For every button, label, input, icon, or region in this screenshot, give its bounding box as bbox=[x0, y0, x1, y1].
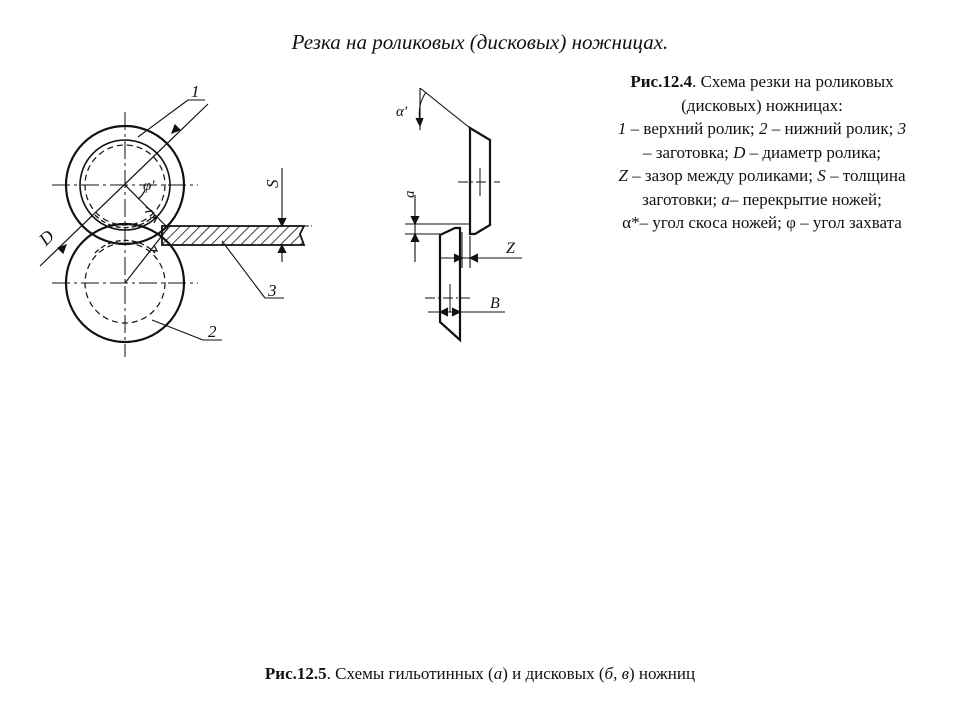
rotation-arrows bbox=[94, 214, 159, 254]
caption-text: ) ножниц bbox=[628, 664, 696, 683]
figure-caption-12-4: Рис.12.4. Схема резки на роликовых (диск… bbox=[612, 70, 912, 235]
caption-symbol: Z bbox=[618, 166, 628, 185]
label-roll-bottom: 2 bbox=[208, 322, 217, 341]
label-overlap: a bbox=[402, 191, 418, 199]
label-bevel-angle: α' bbox=[396, 104, 408, 120]
caption-symbol: D bbox=[733, 142, 746, 162]
knife-center-marks bbox=[425, 168, 500, 312]
caption-symbol: б bbox=[604, 664, 614, 683]
thickness-dimension bbox=[275, 168, 312, 262]
workpiece bbox=[161, 225, 306, 246]
caption-text: , bbox=[613, 664, 622, 683]
caption-text: . Схема резки на роликовых (дисковых) но… bbox=[681, 72, 894, 115]
label-roll-top: 1 bbox=[191, 82, 200, 101]
gap-dimension bbox=[440, 232, 522, 268]
caption-symbol: в bbox=[621, 664, 629, 683]
label-workpiece: 3 bbox=[267, 281, 277, 300]
label-width: B bbox=[490, 295, 500, 312]
caption-text: – верхний ролик; bbox=[626, 119, 760, 138]
caption-symbol: S bbox=[817, 166, 826, 185]
caption-symbol: 1 bbox=[617, 119, 627, 138]
caption-symbol: а bbox=[721, 189, 730, 209]
width-dimension bbox=[428, 307, 505, 317]
caption-text: – заготовка; bbox=[643, 142, 734, 162]
figure-caption-12-5: Рис.12.5. Схемы гильотинных (а) и дисков… bbox=[0, 664, 960, 684]
page-title: Резка на роликовых (дисковых) ножницах. bbox=[291, 30, 669, 54]
caption-symbol: а bbox=[493, 664, 503, 683]
caption-text: – зазор между роликами; bbox=[627, 166, 818, 185]
part-leaders bbox=[137, 99, 284, 341]
overlap-dimension bbox=[405, 195, 470, 262]
label-grip-angle: φ' bbox=[143, 178, 155, 194]
caption-symbol: 2 bbox=[759, 119, 768, 138]
figure-ref-12-4: Рис.12.4 bbox=[630, 72, 693, 91]
caption-text: – перекрытие ножей; bbox=[729, 189, 882, 209]
caption-text: – нижний ролик; bbox=[767, 119, 898, 138]
caption-text: ) и дисковых ( bbox=[502, 664, 605, 683]
caption-symbol: 3 bbox=[897, 119, 907, 138]
bevel-angle-dimension bbox=[415, 87, 471, 130]
label-thickness: S bbox=[263, 179, 282, 188]
diameter-dimension bbox=[39, 103, 209, 267]
figure-ref-12-5: Рис.12.5 bbox=[264, 664, 327, 683]
lower-knife bbox=[438, 226, 462, 343]
label-diameter: D bbox=[34, 226, 58, 250]
caption-text: . Схемы гильотинных ( bbox=[326, 664, 494, 683]
upper-knife bbox=[468, 126, 492, 236]
caption-text: – диаметр ролика; bbox=[745, 142, 881, 162]
label-gap: Z bbox=[506, 240, 516, 257]
caption-text: – толщина заготовки; bbox=[642, 166, 906, 209]
caption-text: α*– угол скоса ножей; φ – угол захвата bbox=[622, 213, 902, 232]
grip-angle-lines bbox=[124, 184, 169, 284]
